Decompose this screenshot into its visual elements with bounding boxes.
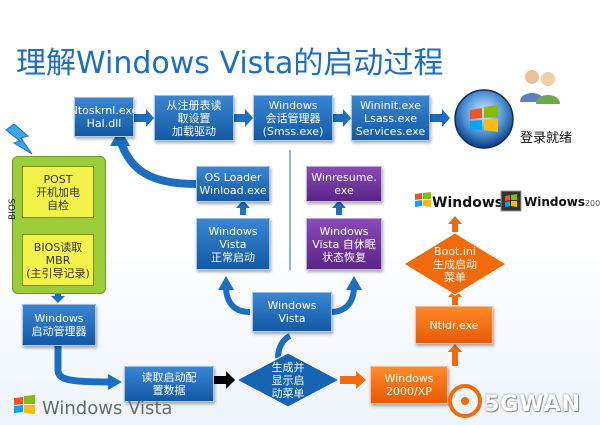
vista-center-box: Windows Vista <box>252 292 332 332</box>
arrow-bootmgr-readconfig <box>54 346 111 386</box>
arrow-bootmgr-readconfig-head <box>108 374 122 390</box>
win2000xp-box: Windows 2000/XP <box>370 366 448 404</box>
arrow-menu-vista <box>275 333 292 359</box>
vista-footer-logo: Windows Vista <box>42 398 173 419</box>
users-icon <box>520 70 560 104</box>
read-config-box: 读取启动配 置数据 <box>124 366 214 402</box>
arrow-vista-normal-head <box>218 276 234 290</box>
boot-menu-diamond-shape <box>236 352 340 408</box>
arrow-loader-ntos-head <box>110 128 130 146</box>
arrow-ntos-registry <box>134 109 154 127</box>
windows-flag-icon <box>415 192 431 207</box>
bootini-diamond: Boot.ini 生成启动 菜单 <box>433 244 477 284</box>
arrow-smss-wininit <box>333 109 351 127</box>
lightning-icon <box>5 124 33 155</box>
vista-footer-flag-icon <box>14 395 35 414</box>
arrow-readconfig-menu <box>214 371 235 389</box>
boot-manager-box: Windows 启动管理器 <box>22 304 96 346</box>
arrow-mbr-bootmgr <box>51 288 65 303</box>
site-watermark: 5GWAN <box>484 392 582 417</box>
windows-2000-word: Windows <box>524 195 585 209</box>
arrow-resume-winresume <box>332 200 346 215</box>
arrow-loader-ntos <box>116 138 197 188</box>
mbr-box: BIOS读取 MBR (主引导记录) <box>22 234 94 286</box>
arrow-wininit-login <box>430 109 450 127</box>
windows-vista-orb-icon <box>454 89 514 149</box>
login-ready-label: 登录就绪 <box>520 131 573 146</box>
vista-resume-box: Windows Vista 自休眠 状态恢复 <box>306 218 382 270</box>
ntoskrnl-box: Ntoskrnl.exe Hal.dll <box>70 97 138 137</box>
arrow-menu-2000 <box>340 371 366 389</box>
bios-label: BIOS <box>8 198 18 220</box>
bootini-diamond-shape <box>403 232 507 296</box>
boot-menu-diamond: 生成并 显示启 动菜单 <box>271 360 305 400</box>
windows-2000-box-icon <box>500 190 522 212</box>
2000-suffix: 2000 <box>584 199 600 208</box>
smss-box: Windows 会话管理器 (Smss.exe) <box>253 95 333 141</box>
arrow-registry-smss <box>233 109 253 127</box>
windows-xp-word: Windows <box>432 195 504 211</box>
5gwan-logo-icon <box>448 384 482 418</box>
page-title: 理解Windows Vista的启动过程 <box>16 46 444 81</box>
ntldr-box: Ntldr.exe <box>415 306 493 344</box>
os-loader-box: OS Loader Winload.exe <box>196 166 270 202</box>
winresume-box: Winresume. exe <box>306 166 382 202</box>
vista-normal-box: Windows Vista 正常启动 <box>196 218 270 270</box>
wininit-box: Wininit.exe Lsass.exe Services.exe <box>351 95 430 141</box>
registry-box: 从注册表读 取设置 加载驱动 <box>154 95 234 141</box>
arrow-vista-resume-head <box>346 276 362 290</box>
arrow-bootini-logos <box>448 216 462 232</box>
post-box: POST 开机加电 自检 <box>22 166 94 218</box>
arrow-normal-loader <box>236 200 250 215</box>
arrow-2000-ntldr <box>448 344 462 366</box>
